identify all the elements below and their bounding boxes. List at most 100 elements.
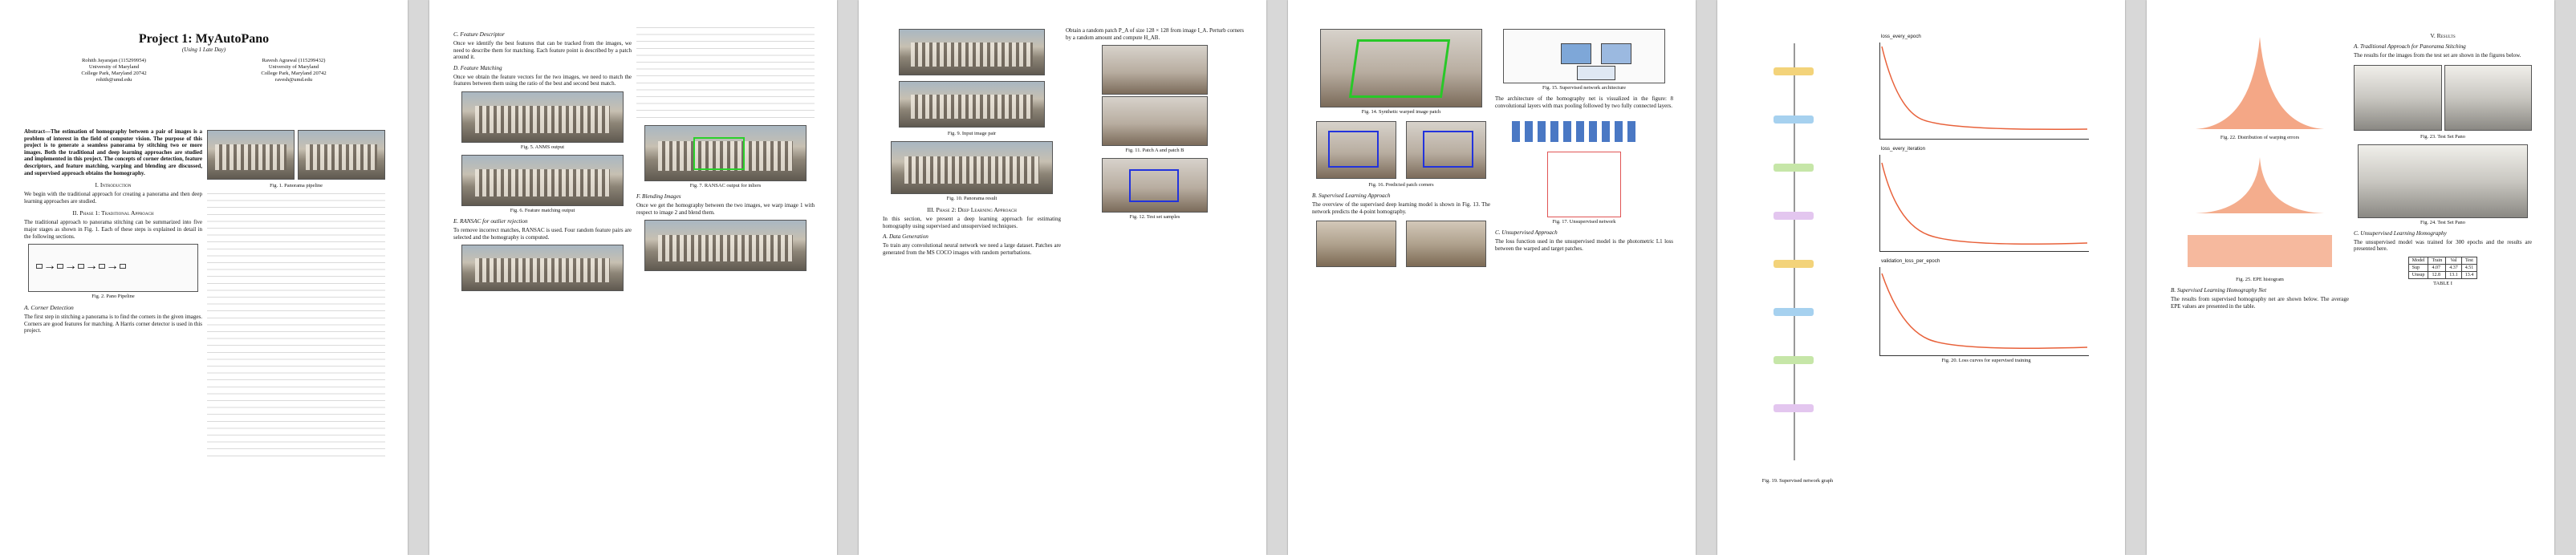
figure-image [461, 245, 624, 292]
paragraph: To train any convolutional neural networ… [883, 242, 1061, 256]
figure-image [644, 125, 807, 181]
histogram [2196, 37, 2324, 129]
section-heading: V. Results [2430, 32, 2456, 39]
table-cell: 4.51 [2460, 263, 2478, 272]
paragraph: Once we obtain the feature vectors for t… [453, 73, 632, 87]
figure-caption: Fig. 15. Supervised network architecture [1542, 85, 1626, 91]
abstract: Abstract—The estimation of homography be… [24, 128, 202, 176]
paragraph: The traditional approach to panorama sti… [24, 219, 202, 240]
paragraph: We begin with the traditional approach f… [24, 191, 202, 205]
author-name: Ravesh Agrawal (115299432) [262, 58, 326, 63]
paragraph: Obtain a random patch P_A of size 128 × … [1066, 27, 1244, 41]
table-cell: 13.1 [2445, 270, 2462, 279]
table-header-cell: Test [2460, 256, 2478, 265]
body-text-block [207, 193, 385, 458]
paper-page-4: Fig. 14. Synthetic warped image patch Fi… [1288, 0, 1696, 555]
table-cell: 13.4 [2460, 270, 2478, 279]
figure-caption: Fig. 2. Pano Pipeline [91, 294, 135, 300]
subsection-heading: B. Supervised Learning Homography Net [2171, 287, 2267, 294]
figure-caption: Fig. 22. Distribution of warping errors [2220, 135, 2300, 140]
figure-image [899, 29, 1045, 75]
table-cell: 4.37 [2445, 263, 2462, 272]
figure-image [1315, 121, 1396, 179]
author-place: College Park, Maryland 20742 [261, 71, 327, 76]
figure-caption: Fig. 25. EPE histogram [2236, 277, 2284, 282]
figure-image [891, 141, 1053, 194]
figure-caption: Fig. 11. Patch A and patch B [1125, 148, 1184, 154]
paper-page-2: C. Feature Descriptor Once we identify t… [429, 0, 837, 555]
loss-plot [1879, 267, 2089, 356]
table-cell: 12.8 [2428, 270, 2447, 279]
subsection-heading: C. Feature Descriptor [453, 31, 505, 38]
figure-image [207, 130, 295, 180]
network-diagram [1547, 152, 1621, 218]
pipeline-figure: →→→→ [28, 244, 198, 293]
figure-image [461, 91, 624, 143]
histogram [2188, 235, 2332, 267]
plot-title: loss_every_epoch [1881, 34, 1921, 39]
figure-caption: Fig. 24. Test Set Pano [2420, 219, 2465, 225]
figure-image [1320, 29, 1482, 107]
figure-image [1406, 121, 1487, 179]
paragraph: Once we identify the best features that … [453, 40, 632, 61]
paper-subtitle: (Using 1 Late Day) [181, 47, 226, 53]
figure-caption: Fig. 12. Test set samples [1129, 214, 1180, 221]
table-header-cell: Val [2445, 256, 2462, 265]
subsection-heading: B. Supervised Learning Approach [1312, 192, 1391, 199]
figure-image [298, 130, 385, 180]
figure-caption: Fig. 9. Input image pair [947, 131, 997, 136]
author-block: Rohith Jayarajan (115299954) University … [24, 58, 384, 83]
figure-caption: Fig. 23. Test Set Pano [2420, 133, 2465, 140]
subsection-heading: C. Unsupervised Learning Homography [2354, 229, 2447, 237]
figure-caption: Fig. 17. Unsupervised network [1552, 219, 1616, 225]
table-row: Unsup 12.8 13.1 13.4 [2407, 270, 2478, 279]
section-heading: A. Corner Detection [24, 304, 74, 312]
figure-image [2444, 64, 2532, 131]
paragraph: The unsupervised model was trained for 3… [2354, 238, 2532, 253]
figure-caption: Fig. 14. Synthetic warped image patch [1361, 109, 1441, 115]
figure-image [461, 154, 624, 206]
figure-image [1315, 221, 1396, 268]
table-cell: 4.07 [2428, 263, 2447, 272]
paragraph: The results from supervised homography n… [2171, 296, 2349, 310]
author-email: rohith@umd.edu [95, 77, 132, 83]
histogram-figure [2180, 29, 2340, 133]
table-caption: TABLE I [2433, 280, 2452, 286]
paragraph: Once we get the homography between the t… [636, 202, 815, 216]
table-cell: Unsup [2407, 270, 2429, 279]
paragraph: The results for the images from the test… [2354, 52, 2521, 59]
section-heading: II. Phase 1: Traditional Approach [72, 209, 154, 217]
subsection-heading: E. RANSAC for outlier rejection [453, 217, 528, 225]
paragraph: The overview of the supervised deep lear… [1312, 201, 1490, 215]
paper-page-1: Project 1: MyAutoPano (Using 1 Late Day)… [0, 0, 408, 555]
figure-caption: Fig. 6. Feature matching output [510, 207, 575, 213]
author-name: Rohith Jayarajan (115299954) [82, 58, 146, 63]
subsection-heading: A. Traditional Approach for Panorama Sti… [2354, 43, 2466, 50]
author-place: College Park, Maryland 20742 [81, 71, 147, 76]
paper-page-3: Fig. 9. Input image pair Fig. 10. Panora… [859, 0, 1266, 555]
loss-plot [1879, 155, 2089, 252]
paragraph: The first step in stitching a panorama i… [24, 314, 202, 334]
subsection-heading: D. Feature Matching [453, 64, 502, 71]
figure-caption: Fig. 10. Panorama result [946, 196, 997, 201]
section-heading: I. Introduction [95, 181, 132, 189]
tensorboard-graph [1749, 27, 1846, 476]
author-affiliation: University of Maryland [88, 64, 140, 70]
table-header-row: Model Train Val Test [2407, 256, 2478, 265]
figure-caption: Fig. 16. Predicted patch corners [1368, 182, 1434, 188]
body-text-block [636, 27, 815, 124]
author-email: ravesh@umd.edu [274, 77, 313, 83]
author-affiliation: University of Maryland [268, 64, 319, 70]
figure-image [1102, 96, 1208, 147]
histogram-figure [2180, 145, 2340, 217]
plot-title: validation_loss_per_epoch [1881, 258, 1940, 264]
table-row: Sup 4.07 4.37 4.51 [2407, 263, 2478, 272]
subsection-heading: F. Blending Images [636, 193, 681, 200]
figure-image [1102, 158, 1208, 213]
figure-caption: Fig. 1. Panorama pipeline [270, 183, 323, 188]
table-cell: Sup [2407, 263, 2429, 272]
paper-page-6: Fig. 22. Distribution of warping errors … [2147, 0, 2554, 555]
paragraph: The architecture of the homography net i… [1495, 95, 1673, 109]
table-header-cell: Model [2407, 256, 2429, 265]
author-2: Ravesh Agrawal (115299432) University of… [261, 58, 326, 83]
